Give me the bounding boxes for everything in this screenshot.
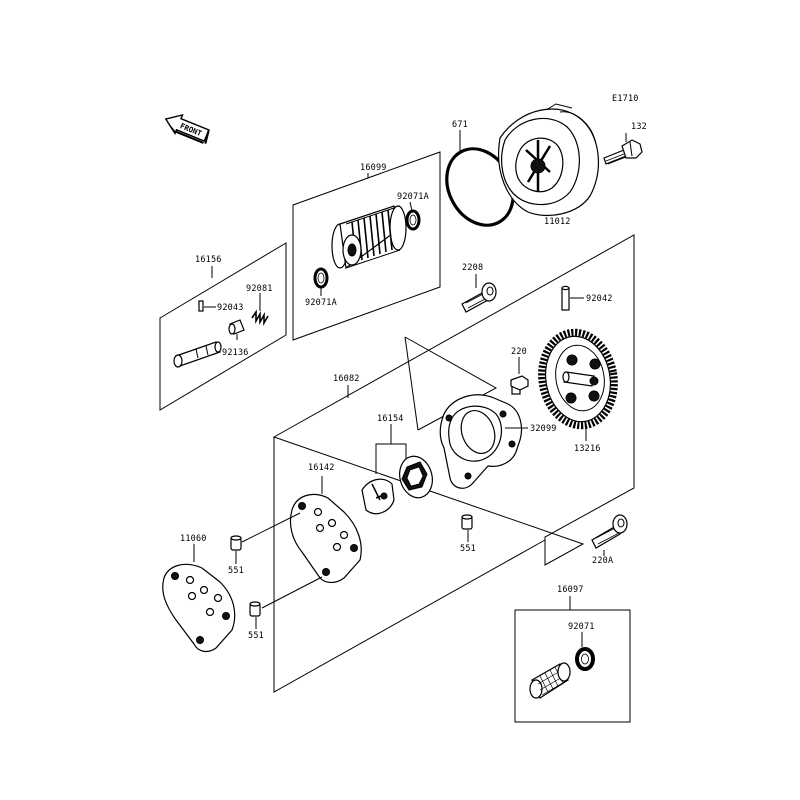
label-92071A-top: 92071A [397, 192, 429, 202]
bolt-220A [591, 514, 628, 549]
strainer-screen [529, 662, 571, 699]
group-box-16156 [159, 242, 287, 411]
front-arrow-icon: FRONT [164, 113, 210, 144]
label-92071: 92071 [568, 622, 595, 632]
oil-filter [331, 205, 407, 270]
outer-rotor [399, 455, 433, 499]
group-box-16099 [292, 151, 441, 341]
dowel-551-right [461, 514, 473, 530]
pump-body-32099 [439, 394, 523, 489]
inner-rotor [361, 478, 395, 515]
label-551-bottom: 551 [248, 631, 264, 641]
label-92071A-bottom: 92071A [305, 298, 337, 308]
label-132: 132 [631, 122, 647, 132]
label-16099: 16099 [360, 163, 387, 173]
drawing-code: E1710 [612, 94, 639, 104]
label-16142: 16142 [308, 463, 335, 473]
label-13216: 13216 [574, 444, 601, 454]
group-box-16082-lower [273, 437, 546, 693]
label-551-left: 551 [228, 566, 244, 576]
dowel-551-bottom [249, 601, 261, 617]
label-92042: 92042 [586, 294, 613, 304]
dowel-551-left [230, 535, 242, 551]
label-551-right: 551 [460, 544, 476, 554]
leader-dowel-left [241, 512, 301, 543]
label-92081: 92081 [246, 284, 273, 294]
leader-dowel-bottom [261, 576, 323, 609]
label-11012: 11012 [544, 217, 571, 227]
inner-cover-16142 [289, 493, 362, 584]
group-box-16082-upper [272, 234, 635, 566]
plug-92136 [228, 319, 245, 335]
pin-92043 [198, 300, 204, 312]
relief-valve-16156 [173, 341, 222, 368]
pump-cover-11012 [498, 103, 600, 217]
label-2208: 2208 [462, 263, 483, 273]
label-16082: 16082 [333, 374, 360, 384]
o-ring-92071A-bottom [313, 267, 329, 289]
group-box-16097 [514, 609, 631, 723]
label-671: 671 [452, 120, 468, 130]
o-ring-92071 [575, 647, 595, 671]
pin-92042 [561, 285, 570, 311]
label-32099: 32099 [530, 424, 557, 434]
label-220: 220 [511, 347, 527, 357]
gear-13216 [538, 328, 618, 430]
label-16156: 16156 [195, 255, 222, 265]
label-92136: 92136 [222, 348, 249, 358]
label-11060: 11060 [180, 534, 207, 544]
spring-92081 [251, 309, 269, 327]
bolt-132 [603, 139, 643, 165]
label-16154: 16154 [377, 414, 404, 424]
label-16097: 16097 [557, 585, 584, 595]
o-ring-92071A-top [405, 209, 421, 231]
label-92043: 92043 [217, 303, 244, 313]
bolt-220 [510, 375, 529, 395]
bolt-2208 [461, 282, 497, 313]
label-220A: 220A [592, 556, 613, 566]
plate-11060 [162, 563, 236, 653]
